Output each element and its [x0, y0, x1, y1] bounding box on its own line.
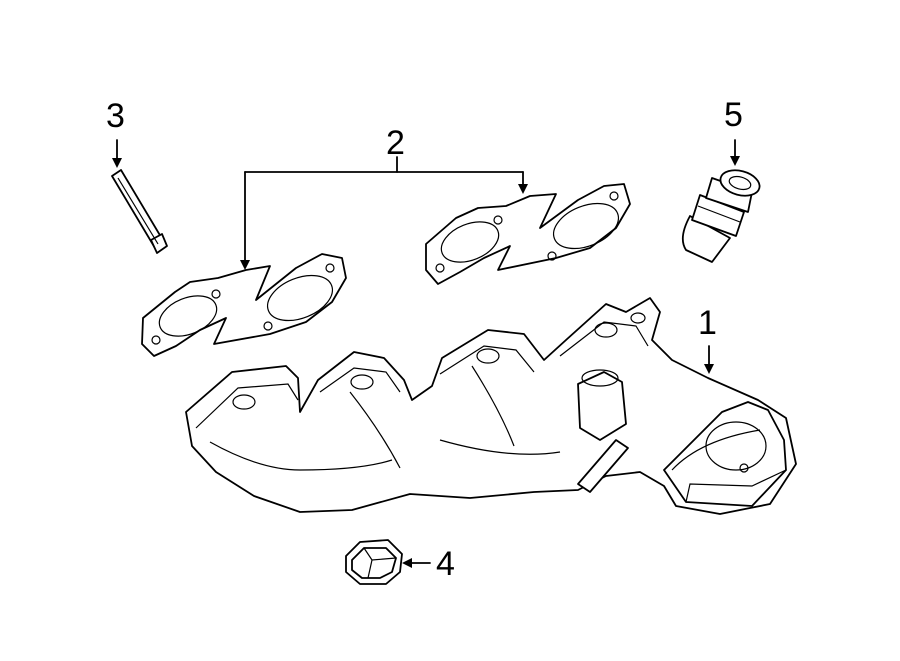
callout-label-1: 1 — [698, 304, 717, 342]
stud-part — [111, 169, 168, 254]
exhaust-manifold-part — [185, 297, 797, 515]
sensor-fitting-part — [681, 169, 761, 263]
flange-nut-part — [345, 539, 403, 585]
callout-label-5: 5 — [724, 96, 743, 134]
callout-leaders — [112, 139, 740, 568]
gasket-left — [141, 253, 347, 357]
callout-label-3: 3 — [106, 97, 125, 135]
gasket-right — [425, 183, 631, 285]
callout-label-2: 2 — [386, 124, 405, 162]
callout-label-4: 4 — [436, 545, 455, 583]
